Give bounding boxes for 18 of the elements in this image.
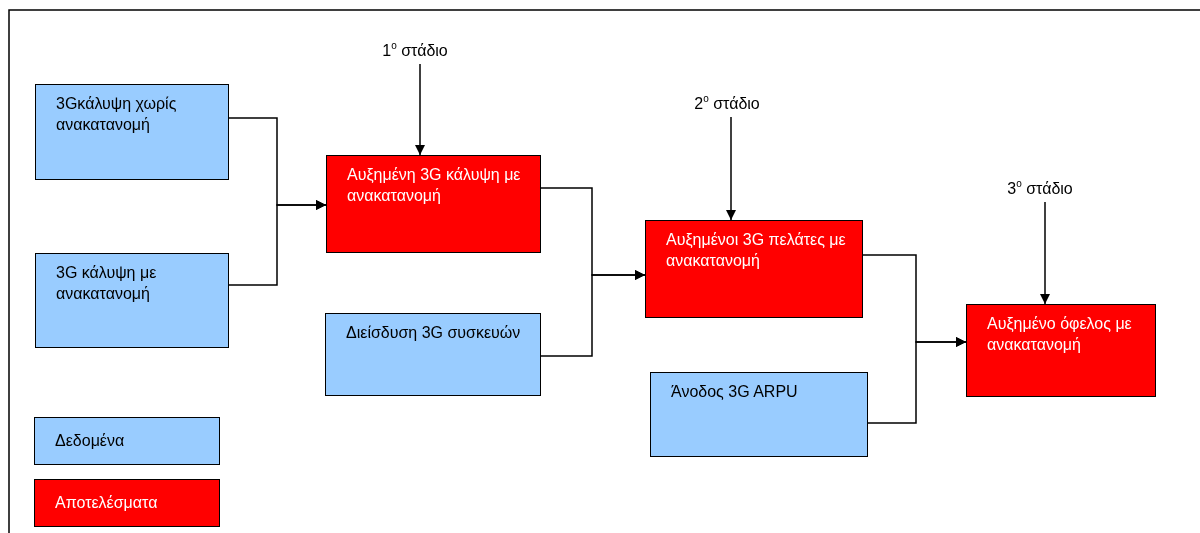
input-box: Διείσδυση 3G συσκευών — [325, 313, 541, 396]
result-box: Αυξημένο όφελος με ανακατανομή — [966, 304, 1156, 397]
input-box: 3Gκάλυψη χωρίς ανακατανομή — [35, 84, 229, 180]
stage-label: 1$^{ο}$ στάδιο — [370, 40, 460, 64]
legend-label: Αποτελέσματα — [55, 494, 158, 512]
result-box: Αυξημένη 3G κάλυψη με ανακατανομή — [326, 155, 541, 253]
arrow — [867, 337, 967, 424]
result-box: Αυξημένοι 3G πελάτες με ανακατανομή — [645, 220, 863, 318]
legend-label: Δεδομένα — [55, 432, 125, 450]
arrow — [726, 116, 736, 221]
arrow — [415, 63, 425, 156]
input-box: Άνοδος 3G ARPU — [650, 372, 868, 457]
stage-label: 3$^{ο}$ στάδιο — [995, 178, 1085, 202]
stage-label: 2$^{ο}$ στάδιο — [682, 93, 772, 117]
arrow — [228, 200, 327, 286]
arrow — [540, 270, 646, 357]
input-box: 3G κάλυψη με ανακατανομή — [35, 253, 229, 348]
arrow — [1040, 201, 1050, 305]
